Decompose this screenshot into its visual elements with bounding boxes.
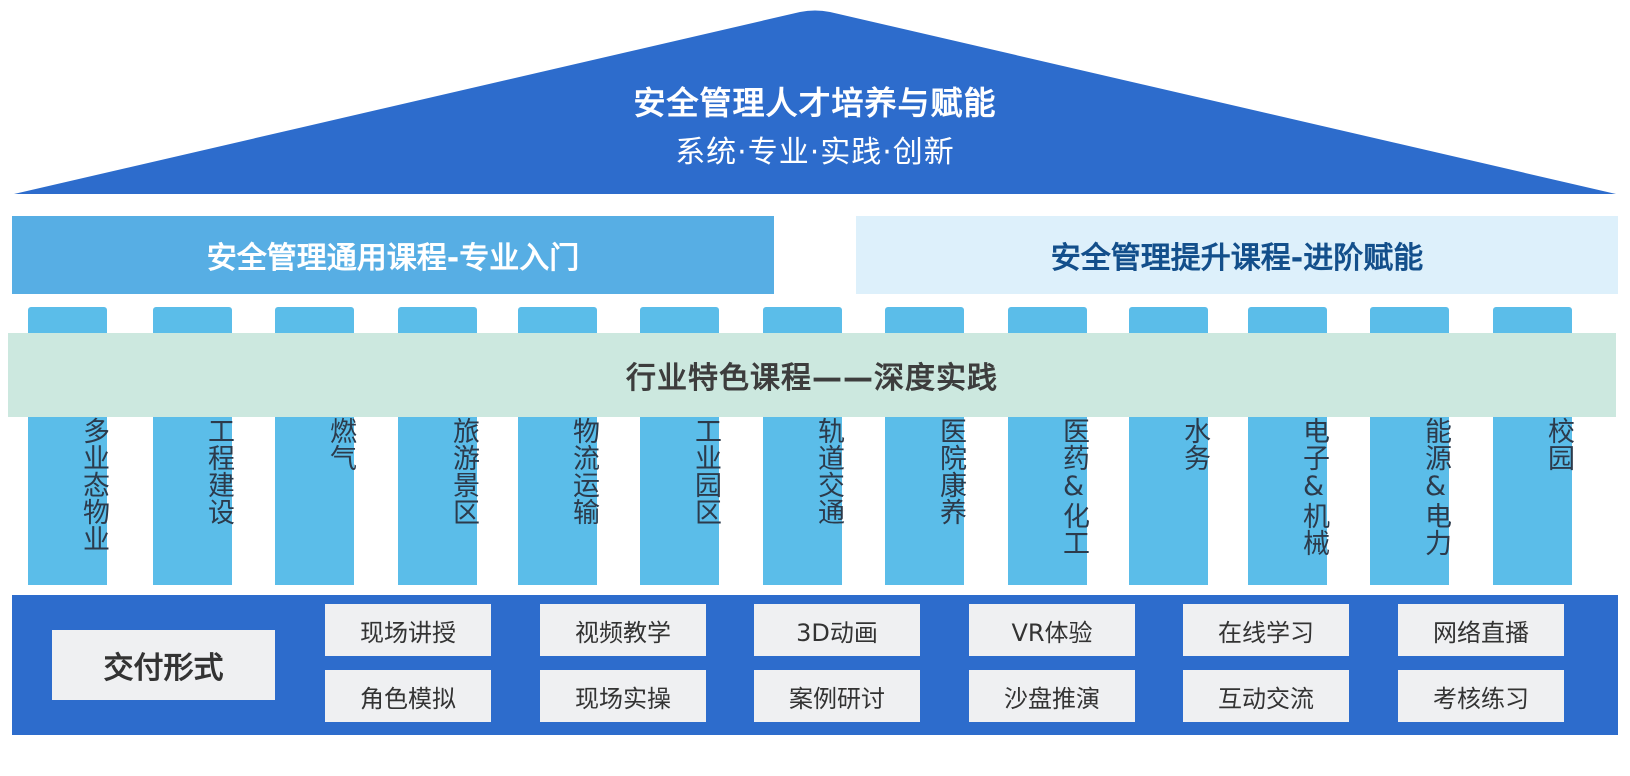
roof-title: 安全管理人才培养与赋能 (633, 84, 997, 122)
delivery-method-tile: VR体验 (969, 604, 1135, 656)
delivery-method-tile: 现场讲授 (325, 604, 491, 656)
delivery-method-tile: 互动交流 (1183, 670, 1349, 722)
advanced-course-banner: 安全管理提升课程-进阶赋能 (856, 216, 1618, 294)
roof-triangle (14, 10, 1616, 194)
industry-pillar-label: 医药&化工 (1058, 417, 1089, 556)
industry-pillar-label: 工业园区 (690, 417, 721, 525)
industry-pillar-label: 电子&机械 (1298, 417, 1329, 556)
delivery-method-tile: 现场实操 (540, 670, 706, 722)
industry-pillar-label: 水务 (1179, 417, 1210, 471)
industry-pillar-label: 工程建设 (203, 417, 234, 525)
delivery-label: 交付形式 (52, 630, 275, 700)
industry-pillar-label: 多业态物业 (78, 417, 109, 552)
delivery-method-tile: 3D动画 (754, 604, 920, 656)
delivery-method-tile: 考核练习 (1398, 670, 1564, 722)
delivery-method-tile: 在线学习 (1183, 604, 1349, 656)
industry-pillar-label: 医院康养 (935, 417, 966, 525)
roof-shape (14, 10, 1616, 194)
industry-pillar-label: 旅游景区 (448, 417, 479, 525)
delivery-method-tile: 视频教学 (540, 604, 706, 656)
industry-pillar-label: 轨道交通 (813, 417, 844, 525)
general-course-banner: 安全管理通用课程-专业入门 (12, 216, 774, 294)
roof-subtitle: 系统·专业·实践·创新 (675, 135, 955, 170)
delivery-method-tile: 角色模拟 (325, 670, 491, 722)
delivery-section: 交付形式 现场讲授视频教学 3D动画 VR体验在线学习网络直播角色模拟现场实操案例研… (12, 595, 1618, 735)
industry-pillar-label: 物流运输 (568, 417, 599, 525)
delivery-method-tile: 案例研讨 (754, 670, 920, 722)
delivery-method-tile: 沙盘推演 (969, 670, 1135, 722)
industry-course-band: 行业特色课程——深度实践 (8, 333, 1616, 417)
industry-pillar-label: 能源&电力 (1420, 417, 1451, 556)
industry-pillar-label: 校园 (1543, 417, 1574, 471)
industry-pillar-label: 燃气 (325, 417, 356, 471)
delivery-method-tile: 网络直播 (1398, 604, 1564, 656)
